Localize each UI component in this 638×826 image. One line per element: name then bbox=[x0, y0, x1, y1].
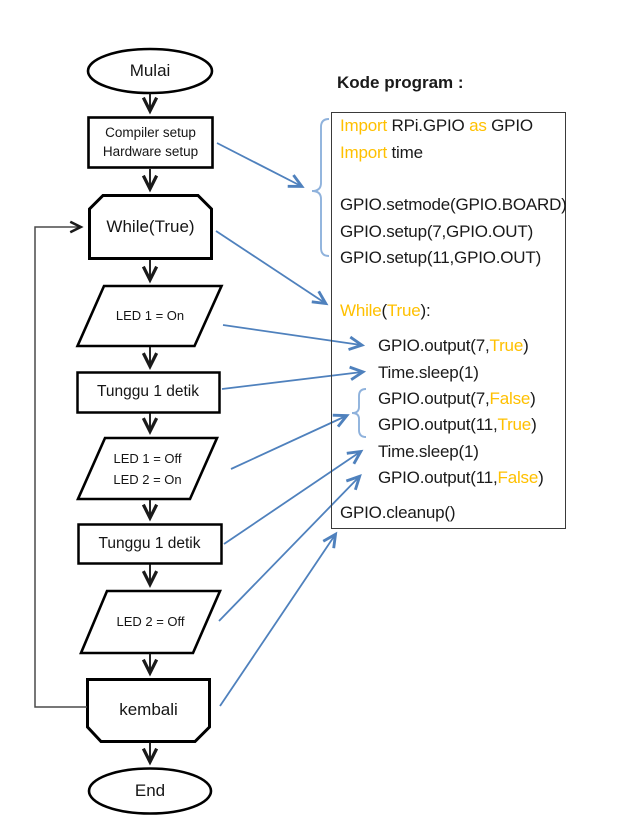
code-keyword: Import bbox=[340, 142, 392, 162]
code-keyword: False bbox=[497, 468, 539, 488]
brace-import-setup-block bbox=[311, 118, 330, 257]
code-line: Import time bbox=[332, 139, 565, 165]
code-connector-wait1-to-sleep1 bbox=[221, 365, 367, 390]
code-keyword: False bbox=[489, 389, 531, 409]
code-line: GPIO.output(7,True) bbox=[332, 333, 565, 359]
code-text: ( bbox=[381, 300, 388, 320]
code-keyword: as bbox=[469, 116, 487, 136]
code-line: Time.sleep(1) bbox=[332, 360, 565, 386]
node-wait2: Tunggu 1 detik bbox=[98, 535, 201, 553]
node-wait1: Tunggu 1 detik bbox=[97, 383, 199, 401]
node-led2-off: LED 2 = Off bbox=[116, 613, 185, 629]
code-text: GPIO.output(11, bbox=[378, 468, 498, 488]
code-connector-ledswap-to-bracket bbox=[230, 413, 350, 470]
node-setup: Compiler setup Hardware setup bbox=[88, 117, 213, 168]
node-while-true: While(True) bbox=[106, 217, 195, 237]
code-connector-setup-to-imports bbox=[216, 142, 305, 188]
code-text: ) bbox=[523, 336, 529, 356]
code-keyword: True bbox=[489, 336, 524, 356]
code-line: Time.sleep(1) bbox=[332, 439, 565, 465]
code-text: GPIO.output(7, bbox=[378, 336, 490, 356]
code-connector-led2off-to-output11false bbox=[218, 474, 362, 622]
node-led-swap: LED 1 = Off LED 2 = On bbox=[78, 438, 217, 499]
code-blank-line bbox=[332, 271, 565, 297]
code-blank-line bbox=[332, 166, 565, 192]
brace-output-pair bbox=[351, 388, 367, 438]
code-text: RPi.GPIO bbox=[391, 116, 470, 136]
code-text: GPIO.output(7, bbox=[378, 389, 490, 409]
process-setup-shape bbox=[87, 116, 214, 169]
code-text: ): bbox=[420, 300, 431, 320]
code-text: ) bbox=[538, 468, 544, 488]
code-text: Time.sleep(1) bbox=[378, 362, 479, 382]
io-led1-on-shape bbox=[75, 284, 224, 348]
code-line: GPIO.setup(11,GPIO.OUT) bbox=[332, 245, 565, 271]
code-keyword: While bbox=[340, 300, 382, 320]
node-return: kembali bbox=[119, 700, 178, 720]
code-text: GPIO.setmode(GPIO.BOARD) bbox=[340, 195, 567, 215]
code-line: Import RPi.GPIO as GPIO bbox=[332, 113, 565, 139]
code-text: GPIO.setup(7,GPIO.OUT) bbox=[340, 221, 534, 241]
code-text: GPIO bbox=[486, 116, 533, 136]
node-end: End bbox=[134, 781, 166, 801]
code-keyword: True bbox=[386, 300, 421, 320]
process-wait2-shape bbox=[77, 523, 223, 565]
node-setup-line1: Compiler setup bbox=[105, 125, 196, 140]
loopback-connector bbox=[34, 220, 87, 708]
loop-start-shape bbox=[88, 194, 213, 260]
terminator-start-shape bbox=[86, 47, 214, 95]
loop-end-shape bbox=[86, 678, 211, 743]
io-led-swap-shape bbox=[76, 436, 219, 501]
code-line: GPIO.setup(7,GPIO.OUT) bbox=[332, 219, 565, 245]
code-line: GPIO.setmode(GPIO.BOARD) bbox=[332, 192, 567, 218]
code-text: ) bbox=[531, 415, 537, 435]
code-line: GPIO.output(11,True) bbox=[332, 412, 565, 438]
node-led-swap-line1: LED 1 = Off bbox=[113, 450, 182, 466]
node-led-swap-line2: LED 2 = On bbox=[113, 471, 182, 487]
code-keyword: True bbox=[497, 415, 532, 435]
terminator-end-shape bbox=[87, 767, 213, 815]
code-panel-heading: Kode program : bbox=[337, 73, 464, 92]
code-line: GPIO.output(7,False) bbox=[332, 386, 565, 412]
code-text: ) bbox=[530, 389, 536, 409]
node-start: Mulai bbox=[129, 61, 171, 81]
node-setup-line2: Hardware setup bbox=[102, 143, 199, 159]
code-connector-loop-to-while bbox=[215, 230, 329, 306]
code-connector-return-to-cleanup bbox=[219, 531, 338, 707]
code-keyword: Import bbox=[340, 116, 392, 136]
code-text: GPIO.setup(11,GPIO.OUT) bbox=[340, 248, 542, 268]
code-text: time bbox=[391, 142, 424, 162]
code-connector-led1on-to-output7true bbox=[222, 324, 366, 351]
code-line: While(True): bbox=[332, 298, 565, 324]
io-led2-off-shape bbox=[79, 589, 222, 655]
process-wait1-shape bbox=[76, 371, 221, 414]
code-text: GPIO.output(11, bbox=[378, 415, 498, 435]
code-text: GPIO.cleanup() bbox=[340, 502, 456, 522]
node-led1-on: LED 1 = On bbox=[115, 307, 185, 323]
code-line: GPIO.output(11,False) bbox=[332, 465, 565, 491]
code-connector-wait2-to-sleep2 bbox=[223, 449, 364, 545]
code-text: Time.sleep(1) bbox=[378, 441, 479, 461]
code-line: GPIO.cleanup() bbox=[332, 499, 565, 525]
